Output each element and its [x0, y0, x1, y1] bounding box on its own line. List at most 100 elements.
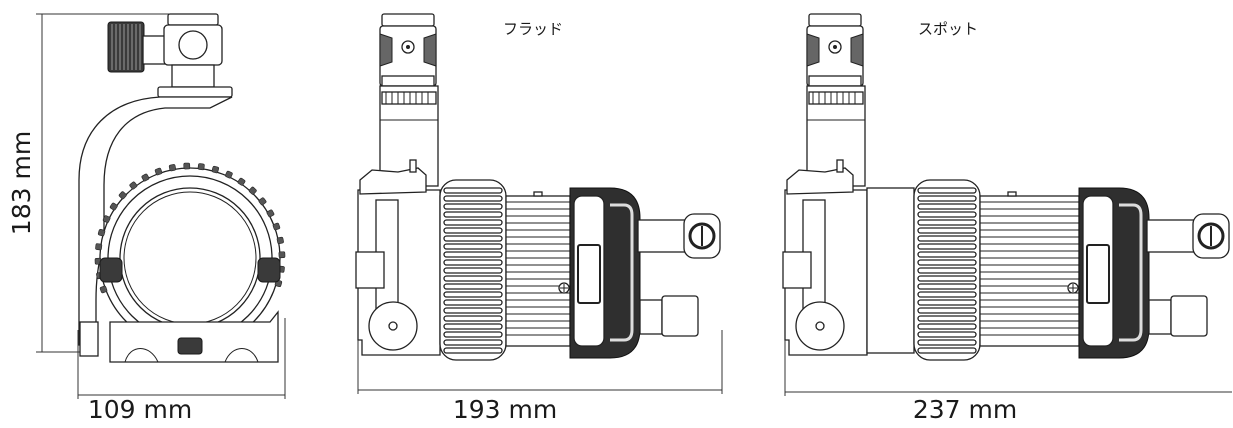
focus-ring-rib	[917, 203, 977, 210]
housing-stud	[266, 209, 275, 218]
front-height-label: 183 mm	[7, 131, 36, 235]
focus-ring-rib	[917, 315, 977, 322]
flood-length-label: 193 mm	[453, 395, 557, 424]
focus-ring-rib	[443, 203, 503, 210]
focus-ring-rib	[443, 339, 503, 346]
housing-stud	[99, 285, 108, 294]
focus-ring-rib	[443, 235, 503, 242]
mount-joint	[157, 13, 233, 98]
body	[505, 195, 571, 347]
housing-stud	[258, 197, 267, 206]
rear-knob-shaft	[639, 299, 663, 335]
adjustment-knob	[107, 21, 145, 73]
housing-stud	[272, 222, 281, 231]
rear-handle-ring	[688, 222, 716, 250]
focus-ring-rib	[917, 331, 977, 338]
focus-ring-rib	[917, 307, 977, 314]
lever-post	[409, 159, 417, 173]
housing-stud	[129, 181, 138, 190]
housing-stud	[276, 236, 284, 245]
body-vent	[1007, 191, 1017, 197]
focus-ring-rib	[443, 195, 503, 202]
housing-stud	[95, 243, 103, 251]
focus-ring-rib	[917, 259, 977, 266]
housing-stud	[183, 162, 191, 170]
rear-knob	[1170, 295, 1208, 337]
connector-flap	[806, 33, 820, 67]
connector-collar	[381, 75, 435, 87]
housing-stud	[225, 170, 233, 179]
bracket-slot	[782, 251, 812, 289]
connector-screw-center	[833, 45, 837, 49]
housing-stud	[211, 165, 220, 174]
body-screw-cross	[1069, 284, 1077, 292]
focus-ring-rib	[443, 219, 503, 226]
body	[979, 195, 1080, 347]
flood-title: フラッド	[503, 20, 563, 38]
housing-stud	[248, 186, 257, 195]
focus-ring-rib	[917, 275, 977, 282]
rear-cap-window	[1086, 244, 1110, 304]
body-screw-cross	[560, 284, 568, 292]
focus-ring-rib	[443, 251, 503, 258]
focus-ring-rib	[443, 291, 503, 298]
focus-ring-rib	[917, 211, 977, 218]
rear-handle	[1146, 219, 1198, 253]
rear-knob-shaft	[1148, 299, 1172, 335]
focus-ring-rib	[443, 227, 503, 234]
spot-length-label: 237 mm	[913, 395, 1017, 424]
focus-ring-rib	[917, 267, 977, 274]
focus-ring-rib	[443, 323, 503, 330]
connector-cap	[808, 13, 862, 27]
focus-ring-rib	[917, 323, 977, 330]
rear-cap-groove	[610, 203, 634, 342]
focus-ring-rib	[917, 219, 977, 226]
focus-ring-rib	[443, 211, 503, 218]
right-latch	[257, 257, 281, 283]
focus-ring-rib	[443, 307, 503, 314]
focus-ring-rib	[443, 187, 503, 194]
body-vent	[533, 191, 543, 197]
housing-stud	[141, 173, 150, 182]
focus-ring-rib	[917, 299, 977, 306]
housing-stud	[97, 228, 106, 237]
housing-stud	[237, 177, 246, 186]
focus-ring-rib	[443, 283, 503, 290]
focus-ring-rib	[917, 235, 977, 242]
focus-ring-rib	[443, 267, 503, 274]
bracket-slot	[355, 251, 385, 289]
focus-ring-rib	[917, 243, 977, 250]
rear-cap-window	[577, 244, 601, 304]
left-latch	[99, 257, 123, 283]
tilt-knob-center	[388, 321, 398, 331]
housing-stud	[118, 191, 127, 200]
focus-ring-rib	[917, 195, 977, 202]
focus-ring-rib	[917, 283, 977, 290]
focus-sleeve	[866, 187, 915, 354]
connector-screw-center	[406, 45, 410, 49]
housing-stud	[278, 251, 286, 259]
focus-ring-rib	[443, 243, 503, 250]
focus-ring-rib	[443, 275, 503, 282]
spot-length-dimension	[784, 340, 1232, 396]
focus-ring-rib	[443, 299, 503, 306]
housing-stud	[109, 202, 118, 211]
housing-stud	[197, 163, 205, 171]
rear-handle-ring	[1197, 222, 1225, 250]
focus-ring-rib	[443, 315, 503, 322]
connector-flap	[379, 33, 393, 67]
front-width-label: 109 mm	[88, 395, 192, 424]
rear-cap-groove	[1119, 203, 1143, 342]
connector-flap	[423, 33, 437, 67]
tilt-knob-center	[815, 321, 825, 331]
focus-ring-rib	[443, 331, 503, 338]
lock-lever	[359, 167, 427, 195]
housing-stud	[102, 215, 111, 223]
front-base	[79, 310, 279, 363]
focus-ring-rib	[917, 291, 977, 298]
rear-handle	[637, 219, 689, 253]
lock-lever	[786, 167, 854, 195]
front-width-dimension	[77, 318, 286, 399]
front-lens	[107, 175, 273, 341]
